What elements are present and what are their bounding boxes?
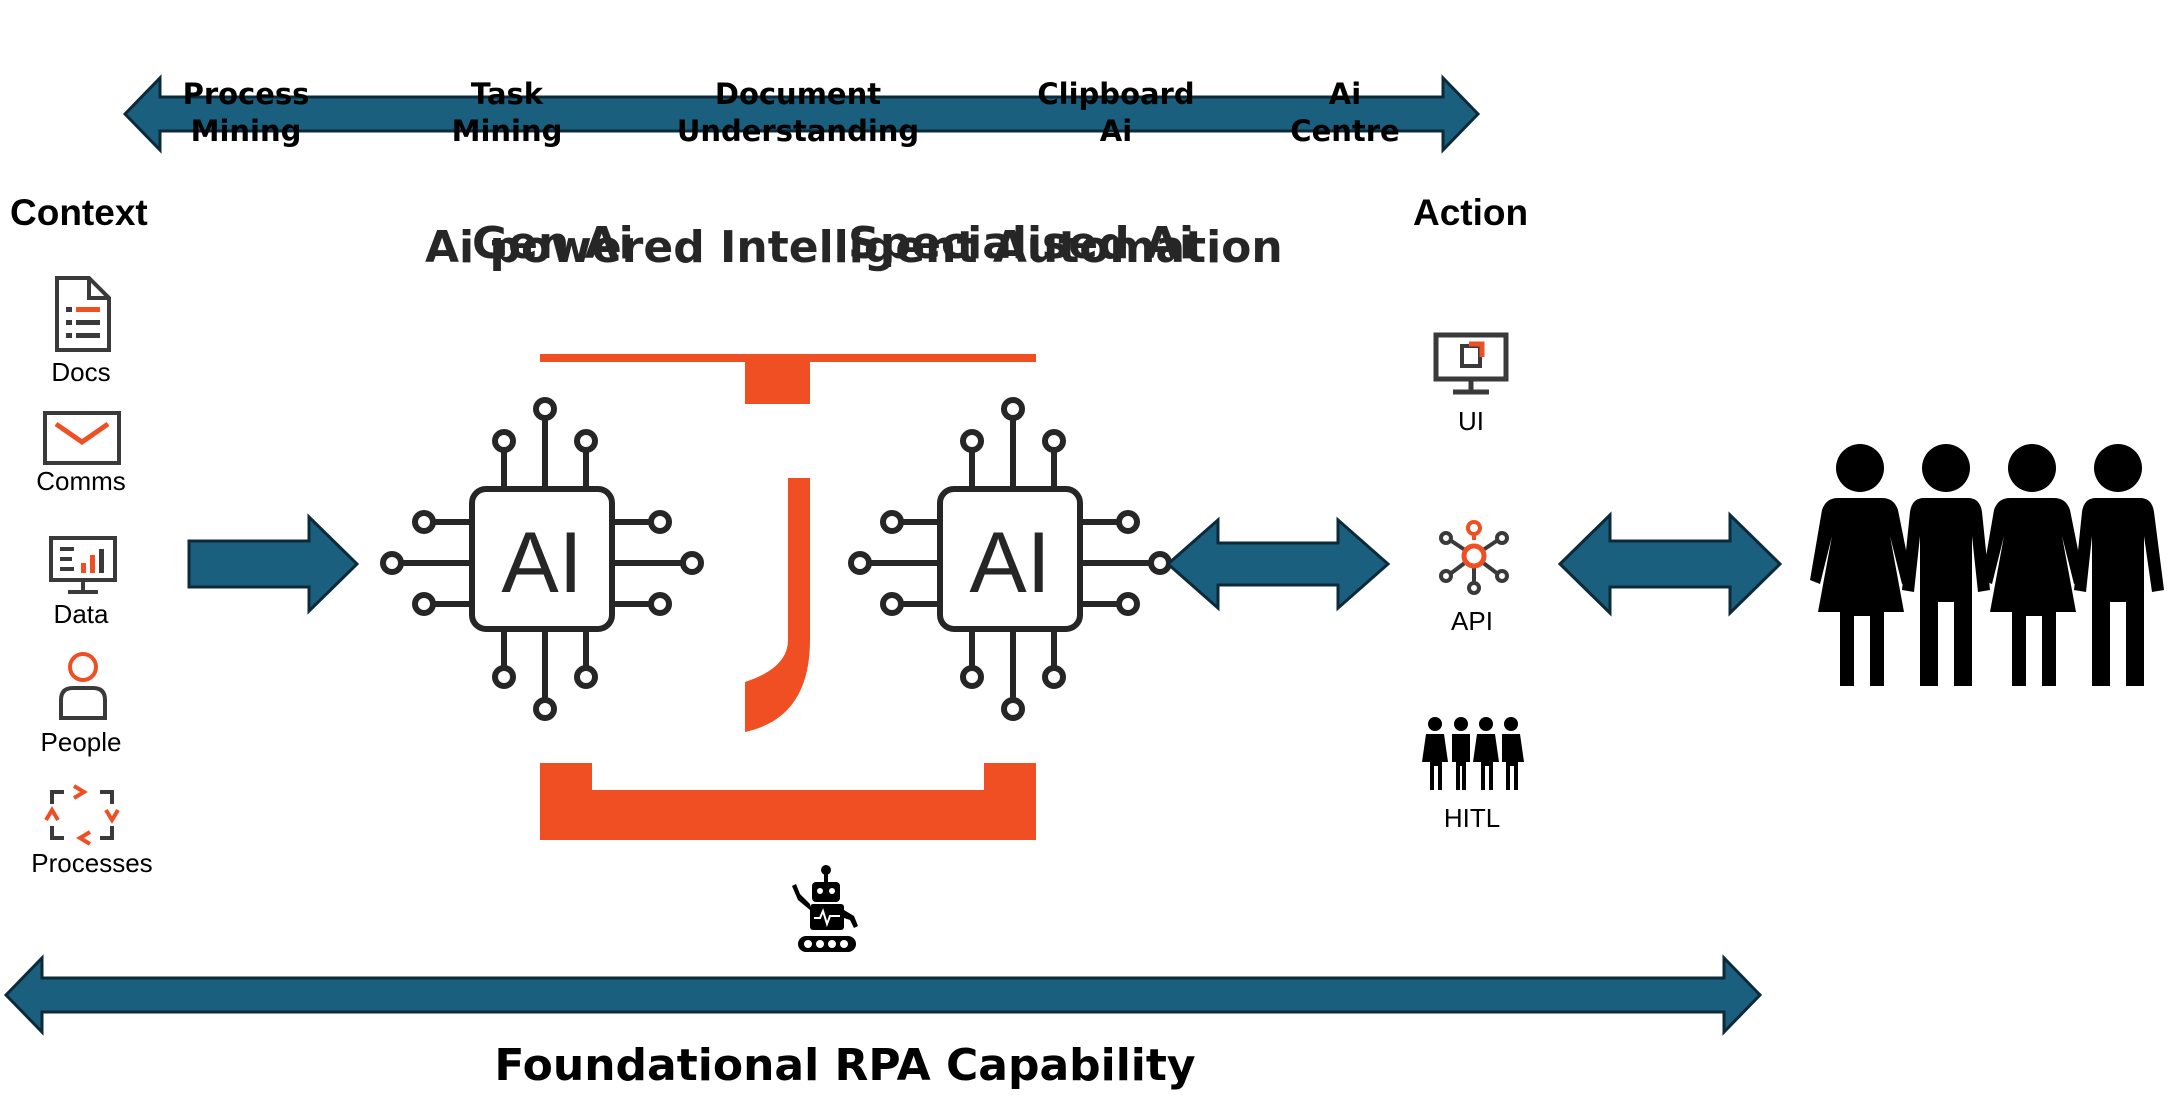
gen-ai-chip-label: AI [501, 515, 583, 611]
context-item-comms: Comms [36, 466, 126, 496]
specialised-ai-chip-label: AI [969, 515, 1051, 611]
context-item-data: Data [53, 599, 109, 629]
api-network-icon [1439, 520, 1509, 595]
hitl-group-icon [1422, 717, 1524, 790]
docs-icon [55, 276, 111, 352]
specialised-ai-chip-icon [848, 397, 1172, 721]
data-icon [49, 536, 117, 594]
ui-monitor-icon [1433, 332, 1509, 395]
robot-icon [792, 865, 858, 952]
foundation-title: Foundational RPA Capability [494, 1040, 1196, 1091]
processes-icon [44, 784, 120, 846]
action-item-api: API [1451, 606, 1493, 636]
center-title-gen-ai: Gen Ai [472, 218, 634, 269]
center-title-specialised-ai: Specialised Ai [848, 218, 1195, 269]
center-title-automation: Ai powered Intelligent Automation [425, 222, 1283, 273]
gen-ai-chip-icon [380, 397, 704, 721]
comms-icon [43, 411, 121, 465]
people-group-icon [1810, 444, 2164, 686]
people-icon [59, 652, 107, 720]
action-heading: Action [1413, 192, 1529, 233]
context-heading: Context [10, 192, 148, 233]
action-item-hitl: HITL [1443, 803, 1501, 833]
context-item-processes: Processes [31, 848, 153, 878]
context-item-people: People [40, 727, 122, 757]
action-item-ui: UI [1458, 406, 1484, 436]
context-item-docs: Docs [51, 357, 111, 387]
